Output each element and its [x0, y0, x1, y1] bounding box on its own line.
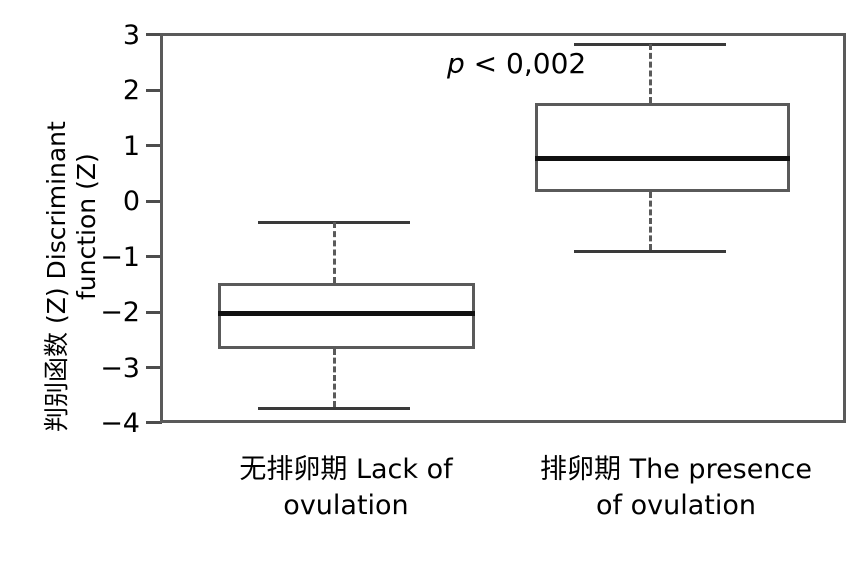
y-tick-mark-neg4 [146, 421, 162, 424]
plot-frame [160, 33, 846, 423]
y-tick-mark-neg2 [146, 311, 162, 314]
y-axis-title-line-1: 判别函数 (Z) Discriminant [42, 121, 71, 432]
p-value-annotation: p < 0,002 [447, 47, 586, 80]
y-tick-label-0: 0 [122, 186, 140, 217]
whisker-stem-lower [649, 192, 652, 250]
y-tick-label-2: 2 [122, 75, 140, 106]
y-tick-mark-0 [146, 200, 162, 203]
y-axis-tick-labels: 3 2 1 0 −1 −2 −3 −4 [94, 0, 140, 440]
x-axis-label-line-1: 排卵期 The presence [540, 454, 812, 485]
y-tick-label-neg2: −2 [100, 297, 140, 328]
x-axis-label-line-1: 无排卵期 Lack of [239, 454, 453, 485]
y-tick-label-neg4: −4 [100, 408, 140, 439]
p-value-text: < 0,002 [464, 47, 587, 80]
y-tick-mark-3 [146, 33, 162, 36]
x-axis-label-presence-of-ovulation: 排卵期 The presence of ovulation [500, 452, 852, 524]
y-tick-label-neg1: −1 [100, 242, 140, 273]
median-line [535, 156, 790, 161]
median-line [218, 311, 475, 316]
whisker-stem-upper [333, 222, 336, 283]
whisker-cap-lower [258, 407, 410, 410]
whisker-stem-upper [649, 44, 652, 103]
x-axis-label-lack-of-ovulation: 无排卵期 Lack of ovulation [176, 452, 516, 524]
y-tick-mark-neg3 [146, 366, 162, 369]
y-tick-label-1: 1 [122, 131, 140, 162]
p-value-symbol: p [447, 47, 465, 80]
plot-area [160, 33, 846, 423]
y-tick-mark-1 [146, 144, 162, 147]
y-tick-label-3: 3 [122, 20, 140, 51]
y-tick-mark-neg1 [146, 255, 162, 258]
box-iqr [218, 283, 475, 349]
y-tick-mark-2 [146, 89, 162, 92]
whisker-cap-lower [574, 250, 726, 253]
x-axis-label-line-2: of ovulation [596, 490, 756, 521]
box-iqr [535, 103, 790, 192]
x-axis-label-line-2: ovulation [283, 490, 409, 521]
y-tick-label-neg3: −3 [100, 353, 140, 384]
whisker-stem-lower [333, 349, 336, 407]
